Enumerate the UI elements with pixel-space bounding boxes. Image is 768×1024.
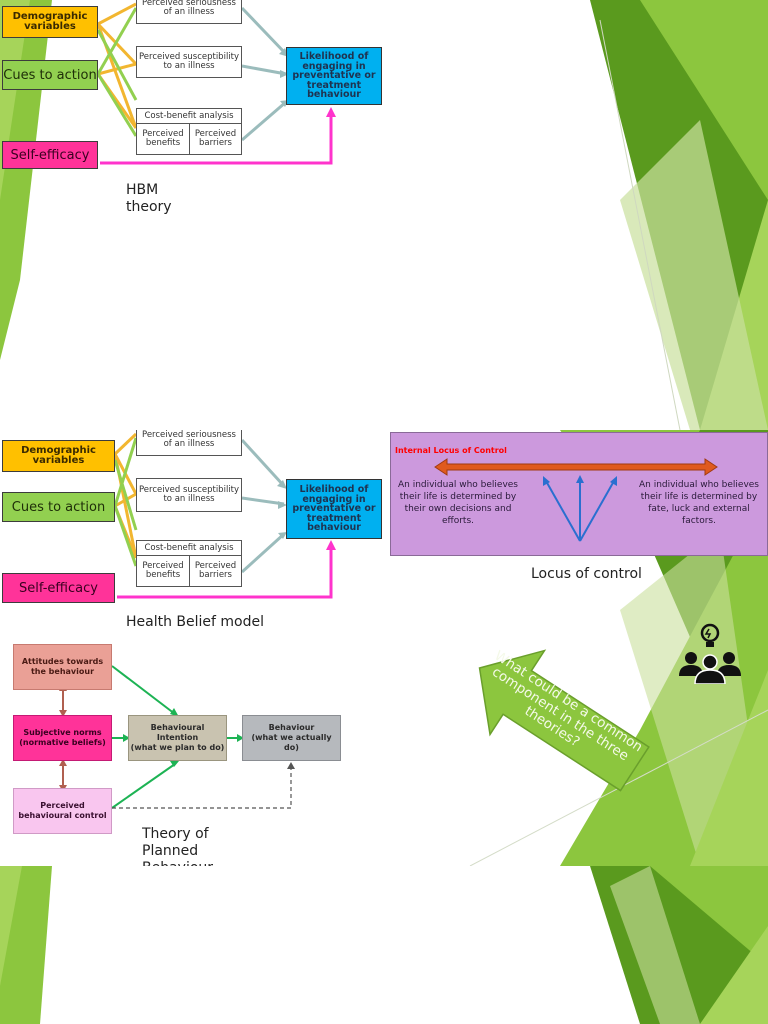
perceived-benefits-box: Perceived benefits xyxy=(136,123,190,155)
attitudes-label: Attitudes towards the behaviour xyxy=(21,657,104,676)
tpb-caption: Theory of Planned Behaviour xyxy=(142,826,213,866)
subjective-norms-box: Subjective norms (normative beliefs) xyxy=(13,715,112,761)
behavioural-intention-sub: (what we plan to do) xyxy=(130,743,225,752)
cost-benefit-box-2: Cost-benefit analysis xyxy=(136,540,242,556)
perceived-susceptibility-box: Perceived susceptibility to an illness xyxy=(136,46,242,78)
hbm-arrows-2 xyxy=(113,432,336,599)
perceived-seriousness-label: Perceived seriousness of an illness xyxy=(142,0,236,17)
cues-to-action-label-2: Cues to action xyxy=(11,499,106,515)
self-efficacy-box-2: Self-efficacy xyxy=(2,573,115,603)
cues-to-action-box: Cues to action xyxy=(2,60,98,90)
cost-benefit-label: Cost-benefit analysis xyxy=(144,110,234,121)
perceived-susceptibility-label-2: Perceived susceptibility to an illness xyxy=(138,485,240,504)
perceived-seriousness-label-2: Perceived seriousness of an illness xyxy=(142,430,236,449)
perceived-control-label: Perceived behavioural control xyxy=(18,801,107,820)
likelihood-box-2: Likelihood of engaging in preventative o… xyxy=(286,479,382,539)
perceived-susceptibility-box-2: Perceived susceptibility to an illness xyxy=(136,478,242,512)
cost-benefit-box: Cost-benefit analysis xyxy=(136,108,242,124)
external-locus-text: An individual who believes their life is… xyxy=(638,480,760,526)
self-efficacy-label: Self-efficacy xyxy=(10,147,90,163)
cues-to-action-label: Cues to action xyxy=(3,67,97,83)
perceived-susceptibility-label: Perceived susceptibility to an illness xyxy=(138,52,240,71)
behaviour-box: Behaviour (what we actually do) xyxy=(242,715,341,761)
demographic-variables-label: Demographic variables xyxy=(12,11,88,32)
self-efficacy-label-2: Self-efficacy xyxy=(19,580,98,596)
internal-locus-text: An individual who believes their life is… xyxy=(397,480,519,526)
demographic-variables-box-2: Demographic variables xyxy=(2,440,115,472)
likelihood-box: Likelihood of engaging in preventative o… xyxy=(286,47,382,105)
cost-benefit-label-2: Cost-benefit analysis xyxy=(144,542,234,553)
perceived-seriousness-box-2: Perceived seriousness of an illness xyxy=(136,430,242,456)
demographic-variables-box: Demographic variables xyxy=(2,6,98,38)
slide-background-shapes xyxy=(0,0,768,430)
attitudes-box: Attitudes towards the behaviour xyxy=(13,644,112,690)
perceived-control-box: Perceived behavioural control xyxy=(13,788,112,834)
subjective-norms-label: Subjective norms (normative beliefs) xyxy=(19,728,106,747)
locus-title: Internal Locus of Control xyxy=(395,446,507,455)
slide-background-shapes xyxy=(0,866,768,1024)
health-belief-model-caption: Health Belief model xyxy=(126,614,265,630)
perceived-benefits-label-2: Perceived benefits xyxy=(142,561,184,580)
perceived-seriousness-box: Perceived seriousness of an illness xyxy=(136,0,242,24)
slide-background-only xyxy=(0,866,768,1024)
perceived-barriers-box: Perceived barriers xyxy=(189,123,242,155)
locus-arrows xyxy=(434,458,718,542)
cues-to-action-box-2: Cues to action xyxy=(2,492,115,522)
perceived-benefits-box-2: Perceived benefits xyxy=(136,555,190,587)
question-arrow xyxy=(478,649,650,792)
hbm-arrows xyxy=(96,2,336,165)
slide-three-theories: Demographic variables Cues to action Sel… xyxy=(0,430,768,866)
behavioural-intention-title: Behavioural Intention xyxy=(150,723,205,742)
locus-of-control-panel: Internal Locus of Control An individual … xyxy=(390,432,768,556)
likelihood-label: Likelihood of engaging in preventative o… xyxy=(292,51,376,101)
perceived-benefits-label: Perceived benefits xyxy=(142,129,184,148)
tpb-caption-clip: Theory of Planned Behaviour xyxy=(142,826,232,866)
likelihood-label-2: Likelihood of engaging in preventative o… xyxy=(292,484,376,534)
slide-hbm-theory: Demographic variables Cues to action Sel… xyxy=(0,0,768,430)
demographic-variables-label-2: Demographic variables xyxy=(21,445,96,466)
locus-of-control-caption: Locus of control xyxy=(531,566,642,582)
behavioural-intention-box: Behavioural Intention (what we plan to d… xyxy=(128,715,227,761)
behaviour-title: Behaviour xyxy=(268,723,315,732)
tpb-diagram: Attitudes towards the behaviour Subjecti… xyxy=(10,636,362,839)
self-efficacy-box: Self-efficacy xyxy=(2,141,98,169)
perceived-barriers-box-2: Perceived barriers xyxy=(189,555,242,587)
behaviour-sub: (what we actually do) xyxy=(251,733,332,752)
perceived-barriers-label: Perceived barriers xyxy=(194,129,237,148)
team-lightbulb-icon xyxy=(679,623,741,684)
hbm-theory-caption: HBM theory xyxy=(126,182,172,215)
perceived-barriers-label-2: Perceived barriers xyxy=(194,561,237,580)
